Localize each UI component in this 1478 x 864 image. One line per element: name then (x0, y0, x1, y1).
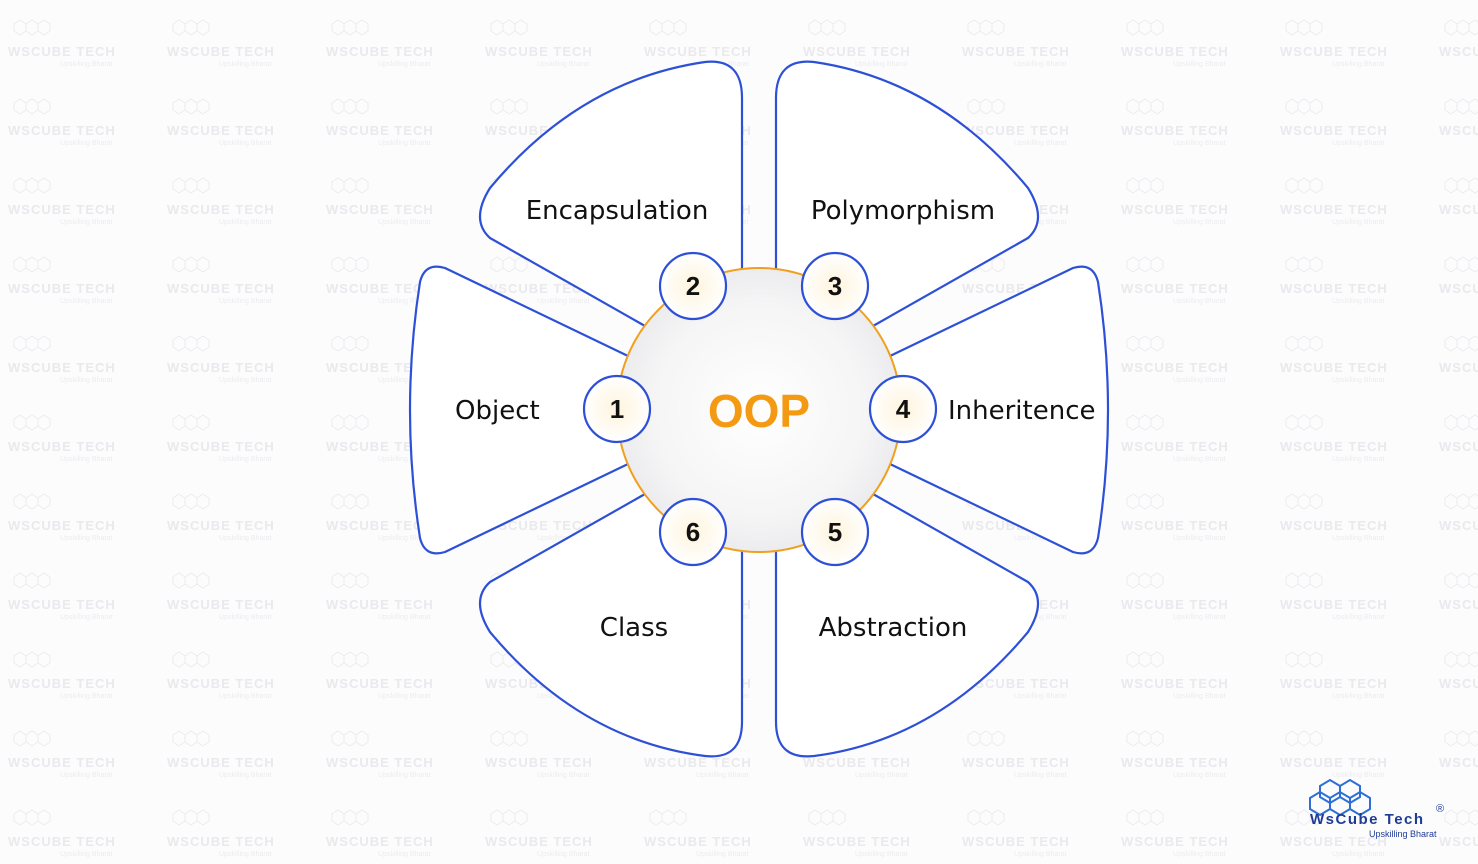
brand-name: WsCube Tech (1310, 811, 1425, 828)
item-class: Class 6 (600, 497, 728, 643)
item-object: Object 1 (455, 374, 652, 444)
center-title: OOP (708, 385, 810, 437)
registered-mark: ® (1436, 803, 1444, 815)
brand-tagline: Upskilling Bharat (1369, 829, 1437, 839)
item-encapsulation: Encapsulation 2 (526, 196, 728, 321)
number-badge-text: 6 (686, 517, 700, 547)
number-badge-text: 3 (828, 271, 842, 301)
item-label: Encapsulation (526, 196, 709, 226)
number-badge (582, 374, 652, 444)
hexagon-cluster-icon (1309, 778, 1371, 817)
brand-logo: WsCube Tech ® Upskilling Bharat (1309, 778, 1444, 839)
item-abstraction: Abstraction 5 (800, 497, 968, 643)
number-badge (800, 251, 870, 321)
item-inheritence: Inheritence 4 (868, 374, 1096, 444)
number-badge-text: 5 (828, 517, 842, 547)
number-badge-text: 4 (896, 394, 911, 424)
number-badge (868, 374, 938, 444)
number-badge-text: 2 (686, 271, 700, 301)
item-label: Object (455, 396, 540, 426)
petal-object (408, 265, 629, 555)
number-badge-text: 1 (610, 394, 624, 424)
number-badge (658, 251, 728, 321)
item-polymorphism: Polymorphism 3 (800, 196, 995, 321)
item-label: Abstraction (819, 613, 968, 643)
number-badge (658, 497, 728, 567)
item-label: Polymorphism (811, 196, 995, 226)
item-label: Class (600, 613, 668, 643)
item-label: Inheritence (948, 396, 1096, 426)
petal-inheritence (889, 265, 1110, 555)
number-badge (800, 497, 870, 567)
